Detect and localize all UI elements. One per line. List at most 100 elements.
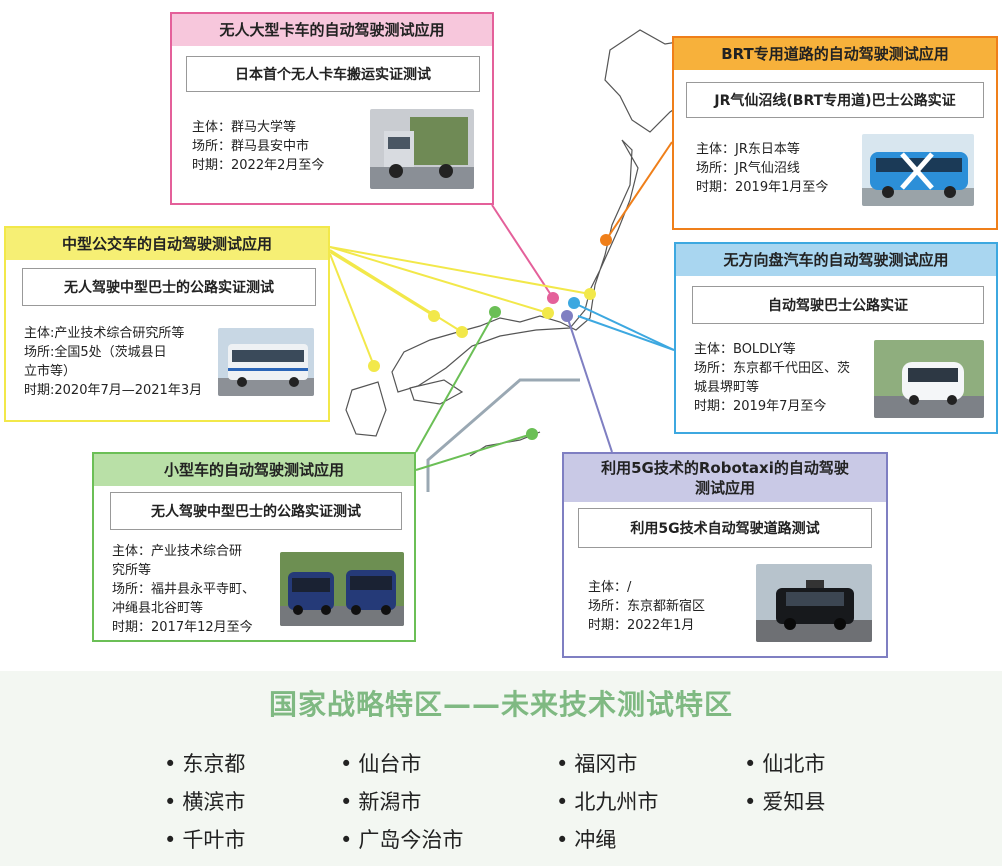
nowheel-panel: 无方向盘汽车的自动驾驶测试应用 自动驾驶巴士公路实证 主体：BOLDLY等 场所… bbox=[674, 242, 998, 434]
zone-item: •横滨市 bbox=[164, 790, 246, 814]
midbus-illustration bbox=[218, 344, 314, 396]
truck-location-dot bbox=[547, 292, 559, 304]
brt-location-dot bbox=[600, 234, 612, 246]
robotaxi-place: 场所：东京都新宿区 bbox=[588, 599, 706, 614]
small-panel-title: 小型车的自动驾驶测试应用 bbox=[94, 454, 414, 486]
midbus-photo bbox=[218, 328, 314, 396]
robotaxi-panel: 利用5G技术的Robotaxi的自动驾驶 测试应用 利用5G技术自动驾驶道路测试… bbox=[562, 452, 888, 658]
small-place-1: 场所：福井县永平寺町、 bbox=[112, 582, 256, 597]
midbus-panel: 中型公交车的自动驾驶测试应用 无人驾驶中型巴士的公路实证测试 主体:产业技术综合… bbox=[4, 226, 330, 422]
small-panel: 小型车的自动驾驶测试应用 无人驾驶中型巴士的公路实证测试 主体：产业技术综合研 … bbox=[92, 452, 416, 642]
truck-subject: 主体：群马大学等 bbox=[192, 120, 297, 135]
midbus-info: 主体:产业技术综合研究所等 场所:全国5处（茨城县日 立市等） 时期:2020年… bbox=[24, 324, 214, 400]
robotaxi-subject: 主体：/ bbox=[588, 580, 632, 595]
brt-connector bbox=[605, 141, 673, 241]
robotaxi-project: 利用5G技术自动驾驶道路测试 bbox=[578, 508, 872, 548]
truck-info: 主体：群马大学等 场所：群马县安中市 时期：2022年2月至今 bbox=[192, 118, 324, 175]
brt-place: 场所：JR气仙沼线 bbox=[696, 161, 800, 176]
nowheel-panel-title: 无方向盘汽车的自动驾驶测试应用 bbox=[676, 244, 996, 276]
small-location-dot bbox=[489, 306, 501, 318]
small-subject-1: 主体：产业技术综合研 bbox=[112, 544, 243, 559]
truck-connector bbox=[491, 204, 554, 299]
small-place-2: 冲绳县北谷町等 bbox=[112, 601, 204, 616]
midbus-location-dot bbox=[368, 360, 380, 372]
bullet-icon: • bbox=[556, 752, 569, 776]
shikoku-shape bbox=[409, 379, 464, 405]
small-cars-illustration bbox=[280, 570, 404, 626]
truck-period: 时期：2022年2月至今 bbox=[192, 158, 325, 173]
nowheel-subject: 主体：BOLDLY等 bbox=[694, 342, 796, 357]
bullet-icon: • bbox=[556, 828, 569, 852]
nowheel-place-1: 场所：东京都千代田区、茨 bbox=[694, 361, 851, 376]
nowheel-period: 时期：2019年7月至今 bbox=[694, 399, 827, 414]
bullet-icon: • bbox=[164, 790, 177, 814]
strategic-zone-title: 国家战略特区——未来技术测试特区 bbox=[268, 688, 733, 721]
bullet-icon: • bbox=[340, 752, 353, 776]
zone-item: •爱知县 bbox=[744, 790, 826, 814]
midbus-connectors bbox=[329, 246, 591, 367]
truck-panel-title: 无人大型卡车的自动驾驶测试应用 bbox=[172, 14, 492, 46]
zone-item: •冲绳 bbox=[556, 828, 617, 852]
midbus-place-2: 立市等） bbox=[24, 364, 77, 379]
brt-info: 主体：JR东日本等 场所：JR气仙沼线 时期：2019年1月至今 bbox=[696, 140, 828, 197]
bullet-icon: • bbox=[340, 790, 353, 814]
small-photo bbox=[280, 552, 404, 626]
truck-panel: 无人大型卡车的自动驾驶测试应用 日本首个无人卡车搬运实证测试 主体：群马大学等 … bbox=[170, 12, 494, 205]
midbus-location-dot bbox=[542, 307, 554, 319]
zone-item: •福冈市 bbox=[556, 752, 638, 776]
bullet-icon: • bbox=[164, 828, 177, 852]
robotaxi-connector bbox=[566, 315, 613, 453]
zone-item: •广岛今治市 bbox=[340, 828, 464, 852]
zone-item: •北九州市 bbox=[556, 790, 659, 814]
bullet-icon: • bbox=[556, 790, 569, 814]
zone-item: •新潟市 bbox=[340, 790, 422, 814]
truck-photo bbox=[370, 109, 474, 189]
small-period: 时期：2017年12月至今 bbox=[112, 620, 253, 635]
small-project: 无人驾驶中型巴士的公路实证测试 bbox=[110, 492, 402, 530]
robotaxi-title-2: 测试应用 bbox=[694, 479, 755, 497]
robotaxi-illustration bbox=[756, 580, 872, 642]
okinawa-inset-frame bbox=[426, 378, 580, 492]
nowheel-project: 自动驾驶巴士公路实证 bbox=[692, 286, 984, 324]
midbus-location-dot bbox=[456, 326, 468, 338]
midbus-location-dot bbox=[428, 310, 440, 322]
bullet-icon: • bbox=[164, 752, 177, 776]
bullet-icon: • bbox=[340, 828, 353, 852]
robotaxi-period: 时期：2022年1月 bbox=[588, 618, 695, 633]
small-subject-2: 究所等 bbox=[112, 563, 152, 578]
midbus-period: 时期:2020年7月—2021年3月 bbox=[24, 383, 203, 398]
brt-subject: 主体：JR东日本等 bbox=[696, 142, 800, 157]
small-location-dot bbox=[526, 428, 538, 440]
robotaxi-location-dot bbox=[561, 310, 573, 322]
midbus-panel-title: 中型公交车的自动驾驶测试应用 bbox=[6, 228, 328, 260]
bullet-icon: • bbox=[744, 790, 757, 814]
nowheel-place-2: 城县堺町等 bbox=[694, 380, 760, 395]
nowheel-shuttle-illustration bbox=[874, 362, 984, 418]
zone-item: •东京都 bbox=[164, 752, 246, 776]
brt-bus-illustration bbox=[862, 152, 974, 206]
robotaxi-photo bbox=[756, 564, 872, 642]
truck-place: 场所：群马县安中市 bbox=[192, 139, 310, 154]
brt-panel-title: BRT专用道路的自动驾驶测试应用 bbox=[674, 38, 996, 70]
zone-item: •仙台市 bbox=[340, 752, 422, 776]
midbus-project: 无人驾驶中型巴士的公路实证测试 bbox=[22, 268, 316, 306]
nowheel-connectors bbox=[573, 302, 675, 351]
brt-panel: BRT专用道路的自动驾驶测试应用 JR气仙沼线(BRT专用道)巴士公路实证 主体… bbox=[672, 36, 998, 230]
robotaxi-panel-title: 利用5G技术的Robotaxi的自动驾驶 测试应用 bbox=[564, 454, 886, 502]
nowheel-location-dot bbox=[568, 297, 580, 309]
truck-illustration bbox=[370, 117, 474, 189]
robotaxi-info: 主体：/ 场所：东京都新宿区 时期：2022年1月 bbox=[588, 578, 705, 635]
kyushu-shape bbox=[345, 381, 387, 437]
nowheel-info: 主体：BOLDLY等 场所：东京都千代田区、茨 城县堺町等 时期：2019年7月… bbox=[694, 340, 884, 416]
truck-project: 日本首个无人卡车搬运实证测试 bbox=[186, 56, 480, 92]
brt-period: 时期：2019年1月至今 bbox=[696, 180, 829, 195]
robotaxi-title-1: 利用5G技术的Robotaxi的自动驾驶 bbox=[601, 459, 849, 477]
brt-photo bbox=[862, 134, 974, 206]
strategic-zone-section bbox=[0, 671, 1002, 866]
small-info: 主体：产业技术综合研 究所等 场所：福井县永平寺町、 冲绳县北谷町等 时期：20… bbox=[112, 542, 282, 637]
bullet-icon: • bbox=[744, 752, 757, 776]
small-connectors bbox=[415, 311, 533, 471]
midbus-subject: 主体:产业技术综合研究所等 bbox=[24, 326, 185, 341]
midbus-place-1: 场所:全国5处（茨城县日 bbox=[24, 345, 167, 360]
zone-item: •千叶市 bbox=[164, 828, 246, 852]
